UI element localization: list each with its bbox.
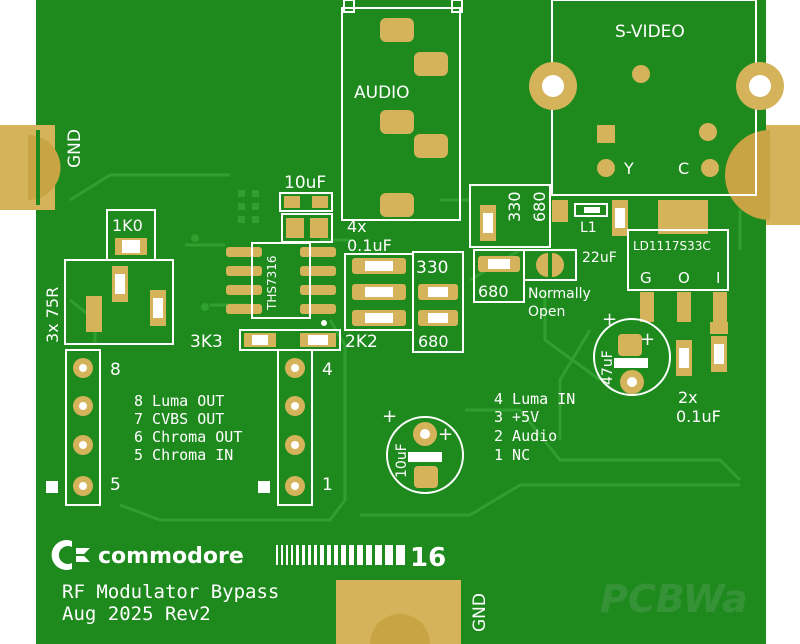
svg-text:1K0: 1K0 bbox=[112, 216, 143, 235]
header-left: 8 5 bbox=[46, 349, 121, 506]
svg-text:16: 16 bbox=[410, 543, 446, 573]
svg-text:22uF: 22uF bbox=[582, 250, 617, 266]
svg-text:4: 4 bbox=[322, 360, 333, 380]
res-680-c: 680 bbox=[473, 249, 525, 303]
svg-text:2 Audio: 2 Audio bbox=[494, 427, 557, 445]
ic-ths7316: THS7316 bbox=[226, 242, 336, 326]
cap-10uf-bottom: + + 10uF bbox=[382, 406, 464, 494]
svg-text:3K3: 3K3 bbox=[190, 332, 223, 352]
svg-text:+: + bbox=[438, 424, 453, 445]
cap-10uf-top: 10uF bbox=[279, 173, 333, 243]
svg-text:2K2: 2K2 bbox=[345, 332, 378, 352]
svg-text:O: O bbox=[678, 269, 690, 287]
board-title: RF Modulator Bypass bbox=[62, 581, 279, 603]
svg-text:G: G bbox=[640, 269, 652, 287]
svg-text:1: 1 bbox=[322, 475, 333, 495]
svideo-y-label: Y bbox=[623, 159, 634, 178]
watermark: PCBWa bbox=[600, 577, 748, 621]
svg-text:L1: L1 bbox=[580, 220, 597, 236]
commodore-c-icon bbox=[51, 540, 72, 570]
svg-text:1 NC: 1 NC bbox=[494, 446, 530, 464]
svg-text:330: 330 bbox=[416, 258, 448, 278]
svideo-c-label: C bbox=[678, 159, 689, 178]
audio-label: AUDIO bbox=[354, 83, 410, 103]
svg-text:680: 680 bbox=[418, 332, 449, 351]
gnd-label-bottom: GND bbox=[470, 593, 490, 632]
pin-legend-left: 8 Luma OUT 7 CVBS OUT 6 Chroma OUT 5 Chr… bbox=[134, 392, 242, 464]
gnd-label-left: GND bbox=[65, 129, 85, 168]
svg-text:6 Chroma OUT: 6 Chroma OUT bbox=[134, 428, 242, 446]
res-3x75r: 3x 75R bbox=[43, 259, 174, 345]
svg-text:5: 5 bbox=[110, 475, 121, 495]
gnd-pad-right bbox=[766, 125, 800, 225]
svg-text:10uF: 10uF bbox=[284, 173, 326, 193]
svg-text:+: + bbox=[640, 329, 655, 350]
svg-text:680: 680 bbox=[478, 282, 509, 301]
cap-2x-01uf: 2x 0.1uF bbox=[676, 322, 728, 426]
svg-text:I: I bbox=[716, 269, 720, 287]
svg-text:330: 330 bbox=[505, 191, 524, 222]
board-subtitle: Aug 2025 Rev2 bbox=[62, 603, 211, 625]
svg-text:8 Luma OUT: 8 Luma OUT bbox=[134, 392, 224, 410]
audio-jack: AUDIO bbox=[341, 0, 463, 221]
svg-text:LD1117S33C: LD1117S33C bbox=[633, 239, 711, 253]
svg-text:THS7316: THS7316 bbox=[265, 255, 279, 311]
svg-text:Normally: Normally bbox=[528, 286, 591, 302]
header-right: 4 1 bbox=[258, 349, 333, 506]
svideo-connector: S-VIDEO Y C bbox=[529, 0, 784, 196]
cap-47uf: + + 47uF bbox=[593, 309, 671, 396]
svg-text:+: + bbox=[382, 406, 397, 427]
svg-text:4 Luma IN: 4 Luma IN bbox=[494, 390, 575, 408]
cap-22uf: 22uF bbox=[582, 200, 628, 266]
svg-text:5 Chroma IN: 5 Chroma IN bbox=[134, 446, 233, 464]
svg-text:7 CVBS OUT: 7 CVBS OUT bbox=[134, 410, 224, 428]
res-3k3-2k2: 3K3 2K2 bbox=[190, 329, 378, 352]
commodore-logo: commodore 16 bbox=[51, 540, 446, 573]
svg-text:47uF: 47uF bbox=[600, 350, 616, 385]
svg-text:680: 680 bbox=[530, 191, 549, 222]
svg-text:Open: Open bbox=[528, 304, 565, 320]
svg-text:commodore: commodore bbox=[98, 544, 244, 569]
svg-text:+: + bbox=[602, 309, 617, 330]
vias bbox=[191, 190, 259, 311]
pin-legend-right: 4 Luma IN 3 +5V 2 Audio 1 NC bbox=[494, 390, 575, 464]
res-330-680-b: 330 680 bbox=[469, 184, 551, 248]
svg-text:3 +5V: 3 +5V bbox=[494, 408, 539, 426]
inductor-l1: L1 bbox=[552, 200, 608, 236]
svg-text:0.1uF: 0.1uF bbox=[676, 407, 721, 426]
res-330-680-a: 330 680 bbox=[412, 251, 464, 353]
jumper-normally-open: Normally Open bbox=[523, 249, 591, 320]
svg-text:0.1uF: 0.1uF bbox=[347, 236, 392, 255]
regulator-ld1117: LD1117S33C G O I bbox=[627, 200, 729, 322]
svideo-label: S-VIDEO bbox=[615, 22, 685, 42]
svg-text:3x 75R: 3x 75R bbox=[43, 287, 62, 343]
svg-text:4x: 4x bbox=[347, 217, 367, 236]
svg-text:8: 8 bbox=[110, 360, 121, 380]
svg-text:2x: 2x bbox=[678, 388, 698, 407]
svg-text:10uF: 10uF bbox=[394, 443, 410, 478]
cap-4x-01uf: 4x 0.1uF bbox=[344, 217, 414, 331]
res-1k0: 1K0 bbox=[106, 209, 156, 261]
